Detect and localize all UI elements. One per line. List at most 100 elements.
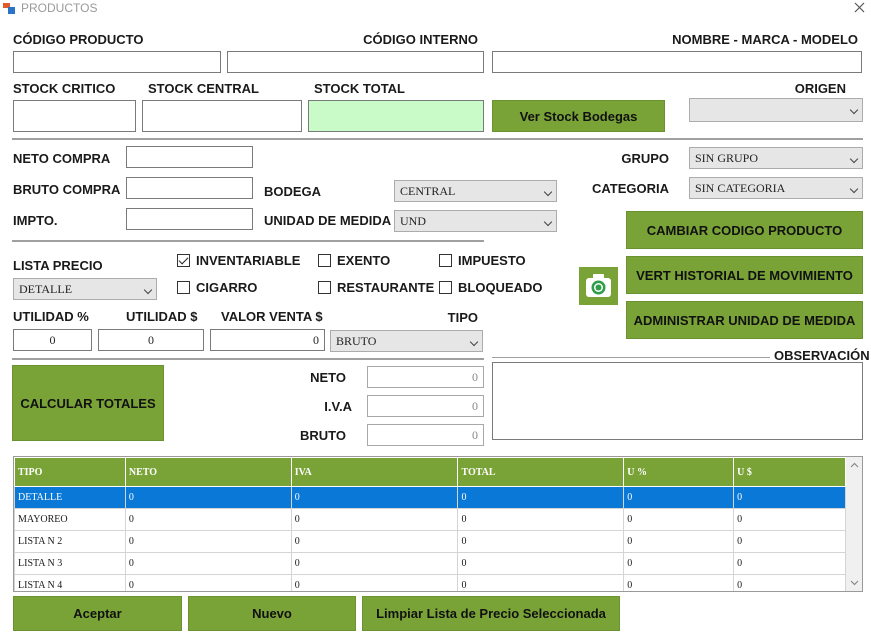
bruto-input[interactable]: 0 xyxy=(367,424,484,446)
bruto-compra-input[interactable] xyxy=(126,177,253,199)
column-header-total[interactable]: TOTAL xyxy=(457,457,625,487)
codigo-interno-input[interactable] xyxy=(227,51,484,73)
impto-input[interactable] xyxy=(126,208,253,230)
neto-compra-input[interactable] xyxy=(126,146,253,168)
table-row[interactable]: LISTA N 2 0 0 0 0 0 xyxy=(14,530,846,553)
table-cell[interactable]: 0 xyxy=(290,486,459,509)
table-cell[interactable]: 0 xyxy=(733,574,846,591)
vertical-scrollbar[interactable] xyxy=(846,457,862,591)
bruto-label: BRUTO xyxy=(300,428,346,443)
calcular-totales-button[interactable]: CALCULAR TOTALES xyxy=(12,365,164,441)
scroll-down-icon[interactable] xyxy=(846,574,862,591)
cigarro-label: CIGARRO xyxy=(196,280,258,295)
bloqueado-checkbox[interactable]: BLOQUEADO xyxy=(439,280,543,295)
observacion-line xyxy=(492,357,770,358)
utilidad-pct-input[interactable]: 0 xyxy=(13,329,92,351)
table-cell[interactable]: 0 xyxy=(623,530,735,553)
table-cell[interactable]: 0 xyxy=(623,486,735,509)
restaurante-checkbox[interactable]: RESTAURANTE xyxy=(318,280,434,295)
unidad-medida-value: UND xyxy=(400,214,426,228)
ver-stock-bodegas-button[interactable]: Ver Stock Bodegas xyxy=(492,100,665,132)
inventariable-checkbox[interactable]: INVENTARIABLE xyxy=(177,253,300,268)
impuesto-checkbox[interactable]: IMPUESTO xyxy=(439,253,526,268)
table-cell[interactable]: 0 xyxy=(290,508,459,531)
table-cell[interactable]: 0 xyxy=(457,574,625,591)
utilidad-monto-input[interactable]: 0 xyxy=(98,329,204,351)
valor-venta-input[interactable]: 0 xyxy=(210,329,325,351)
exento-checkbox[interactable]: EXENTO xyxy=(318,253,390,268)
nombre-input[interactable] xyxy=(492,51,862,73)
table-cell[interactable]: 0 xyxy=(733,552,846,575)
bodega-select[interactable]: CENTRAL xyxy=(394,180,557,202)
table-cell[interactable]: LISTA N 3 xyxy=(14,552,126,575)
table-cell[interactable]: 0 xyxy=(733,508,846,531)
restaurante-label: RESTAURANTE xyxy=(337,280,435,295)
column-header-u-pct[interactable]: U % xyxy=(623,457,735,487)
stock-critico-input[interactable] xyxy=(13,100,136,132)
close-icon[interactable] xyxy=(851,0,869,16)
checkbox-box xyxy=(318,254,331,267)
check-icon xyxy=(177,254,190,267)
administrar-unidad-button[interactable]: ADMINISTRAR UNIDAD DE MEDIDA xyxy=(626,301,863,339)
table-row[interactable]: DETALLE 0 0 0 0 0 xyxy=(14,486,846,509)
stock-central-label: STOCK CENTRAL xyxy=(148,81,259,96)
table-cell[interactable]: 0 xyxy=(733,530,846,553)
nuevo-button[interactable]: Nuevo xyxy=(188,596,356,631)
stock-central-input[interactable] xyxy=(142,100,302,132)
tipo-select[interactable]: BRUTO xyxy=(330,330,483,352)
bruto-compra-label: BRUTO COMPRA xyxy=(13,182,121,197)
table-cell[interactable]: 0 xyxy=(623,574,735,591)
categoria-value: SIN CATEGORIA xyxy=(695,181,786,195)
table-cell[interactable]: DETALLE xyxy=(14,486,126,509)
limpiar-lista-button[interactable]: Limpiar Lista de Precio Seleccionada xyxy=(362,596,620,631)
aceptar-button[interactable]: Aceptar xyxy=(13,596,182,631)
table-cell[interactable]: 0 xyxy=(124,486,292,509)
table-cell[interactable]: MAYOREO xyxy=(14,508,126,531)
table-cell[interactable]: 0 xyxy=(623,508,735,531)
unidad-medida-label: UNIDAD DE MEDIDA xyxy=(264,213,392,228)
table-cell[interactable]: 0 xyxy=(124,574,292,591)
table-cell[interactable]: 0 xyxy=(124,552,292,575)
origen-select[interactable] xyxy=(689,98,863,122)
iva-input[interactable]: 0 xyxy=(367,395,484,417)
unidad-medida-select[interactable]: UND xyxy=(394,210,557,232)
lista-precio-select[interactable]: DETALLE xyxy=(13,278,157,300)
grupo-select[interactable]: SIN GRUPO xyxy=(689,147,863,169)
camera-button[interactable] xyxy=(579,267,618,305)
table-row[interactable]: MAYOREO 0 0 0 0 0 xyxy=(14,508,846,531)
table-cell[interactable]: 0 xyxy=(457,530,625,553)
chevron-down-icon xyxy=(849,105,859,115)
table-cell[interactable]: 0 xyxy=(290,552,459,575)
table-cell[interactable]: 0 xyxy=(623,552,735,575)
column-header-u-monto[interactable]: U $ xyxy=(733,457,846,487)
table-cell[interactable]: 0 xyxy=(457,508,625,531)
column-header-tipo[interactable]: TIPO xyxy=(14,457,126,487)
column-header-neto[interactable]: NETO xyxy=(124,457,292,487)
table-cell[interactable]: 0 xyxy=(457,486,625,509)
cambiar-codigo-button[interactable]: CAMBIAR CODIGO PRODUCTO xyxy=(626,211,863,249)
neto-label: NETO xyxy=(310,370,346,385)
scroll-thumb[interactable] xyxy=(848,475,861,571)
table-cell[interactable]: 0 xyxy=(457,552,625,575)
utilidad-monto-label: UTILIDAD $ xyxy=(126,309,198,324)
historial-movimiento-button[interactable]: VERT HISTORIAL DE MOVIMIENTO xyxy=(626,256,863,294)
neto-input[interactable]: 0 xyxy=(367,366,484,388)
categoria-select[interactable]: SIN CATEGORIA xyxy=(689,177,863,199)
table-cell[interactable]: 0 xyxy=(733,486,846,509)
table-cell[interactable]: 0 xyxy=(124,508,292,531)
table-cell[interactable]: 0 xyxy=(290,574,459,591)
scroll-up-icon[interactable] xyxy=(846,457,862,474)
table-row[interactable]: LISTA N 4 0 0 0 0 0 xyxy=(14,574,846,591)
table-cell[interactable]: 0 xyxy=(290,530,459,553)
column-header-iva[interactable]: IVA xyxy=(290,457,459,487)
codigo-producto-input[interactable] xyxy=(13,51,221,73)
table-cell[interactable]: LISTA N 2 xyxy=(14,530,126,553)
table-cell[interactable]: LISTA N 4 xyxy=(14,574,126,591)
cigarro-checkbox[interactable]: CIGARRO xyxy=(177,280,257,295)
chevron-down-icon xyxy=(469,337,479,347)
checkbox-box xyxy=(318,281,331,294)
table-row[interactable]: LISTA N 3 0 0 0 0 0 xyxy=(14,552,846,575)
observacion-input[interactable] xyxy=(492,362,863,440)
stock-total-input[interactable] xyxy=(308,100,484,132)
table-cell[interactable]: 0 xyxy=(124,530,292,553)
